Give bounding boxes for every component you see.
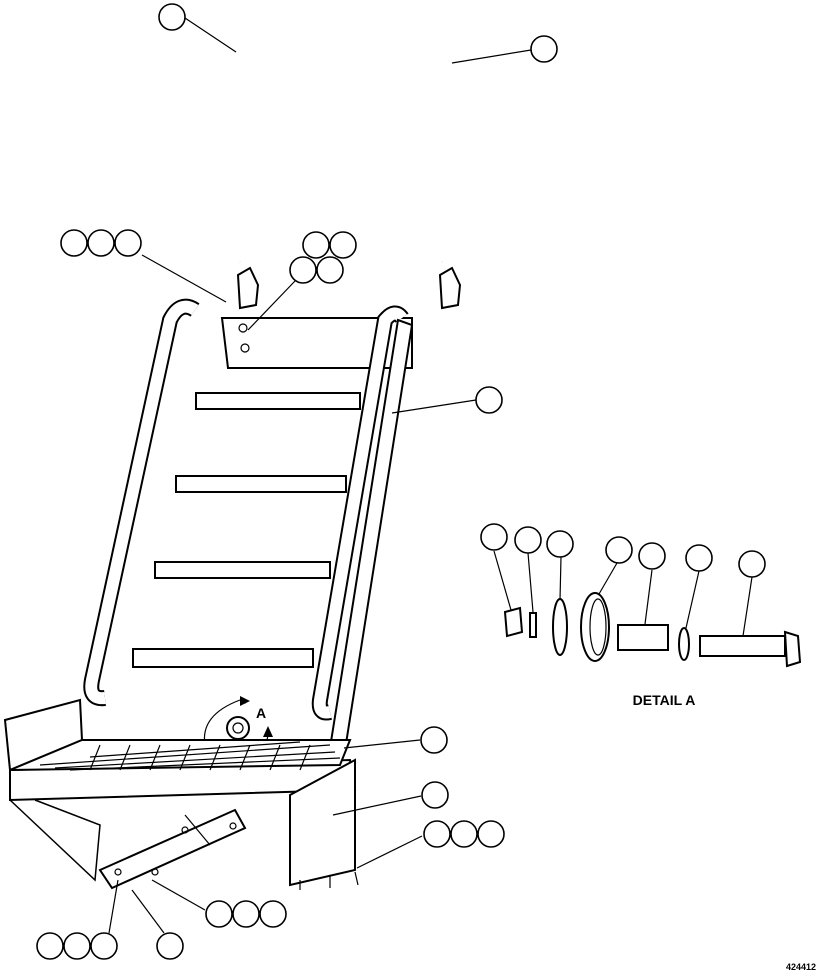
- view-marker-a: A: [256, 705, 266, 721]
- callout-group-3a: [289, 256, 317, 284]
- upper-left-handrail: [204, 24, 260, 310]
- deck-grating: [39, 741, 341, 771]
- callout-group-5b: [232, 900, 260, 928]
- callout-bracket: [156, 932, 184, 960]
- callout-detail-bolt: [738, 550, 766, 578]
- callout-group-4b: [450, 820, 478, 848]
- callout-group-4a: [423, 820, 451, 848]
- callout-upper-right-rail: [530, 35, 558, 63]
- bolt: [699, 635, 786, 657]
- spacer: [529, 612, 537, 638]
- callout-group-1b: [87, 229, 115, 257]
- washer: [552, 598, 568, 656]
- callout-detail-spacer: [514, 526, 542, 554]
- ladder-rungs: [132, 392, 361, 668]
- callout-platform-side: [421, 781, 449, 809]
- callout-detail-nut: [480, 523, 508, 551]
- callout-group-6a: [36, 932, 64, 960]
- callout-group-3b: [316, 256, 344, 284]
- callout-group-6c: [90, 932, 118, 960]
- callout-group-4c: [477, 820, 505, 848]
- bushing: [617, 624, 669, 651]
- callout-detail-bushing: [638, 542, 666, 570]
- callout-upper-left-rail: [158, 3, 186, 31]
- ladder-top-plate: [220, 317, 413, 369]
- detail-a-label: DETAIL A: [633, 692, 696, 708]
- callout-group-1a: [60, 229, 88, 257]
- step-platform: [3, 698, 359, 890]
- callout-detail-roller: [605, 536, 633, 564]
- callout-group-2b: [329, 231, 357, 259]
- callout-balloons: [36, 3, 766, 960]
- nut: [503, 606, 524, 638]
- roller: [580, 592, 610, 662]
- upper-right-handrail: [407, 11, 462, 310]
- callout-group-5c: [259, 900, 287, 928]
- callout-platform-bracket: [420, 726, 448, 754]
- figure-id: 424412: [786, 962, 816, 972]
- callout-ladder: [475, 386, 503, 414]
- bolt-washer: [678, 627, 690, 661]
- callout-group-2a: [302, 231, 330, 259]
- callout-group-6b: [63, 932, 91, 960]
- callout-detail-washer-2: [685, 544, 713, 572]
- callout-group-1c: [114, 229, 142, 257]
- ladder-left-rail: [83, 298, 200, 707]
- callout-detail-washer: [546, 530, 574, 558]
- detail-a-parts: DETAIL A: [503, 592, 802, 708]
- ladder-right-rail: [311, 305, 414, 752]
- leader-lines: [108, 17, 753, 934]
- callout-group-5a: [205, 900, 233, 928]
